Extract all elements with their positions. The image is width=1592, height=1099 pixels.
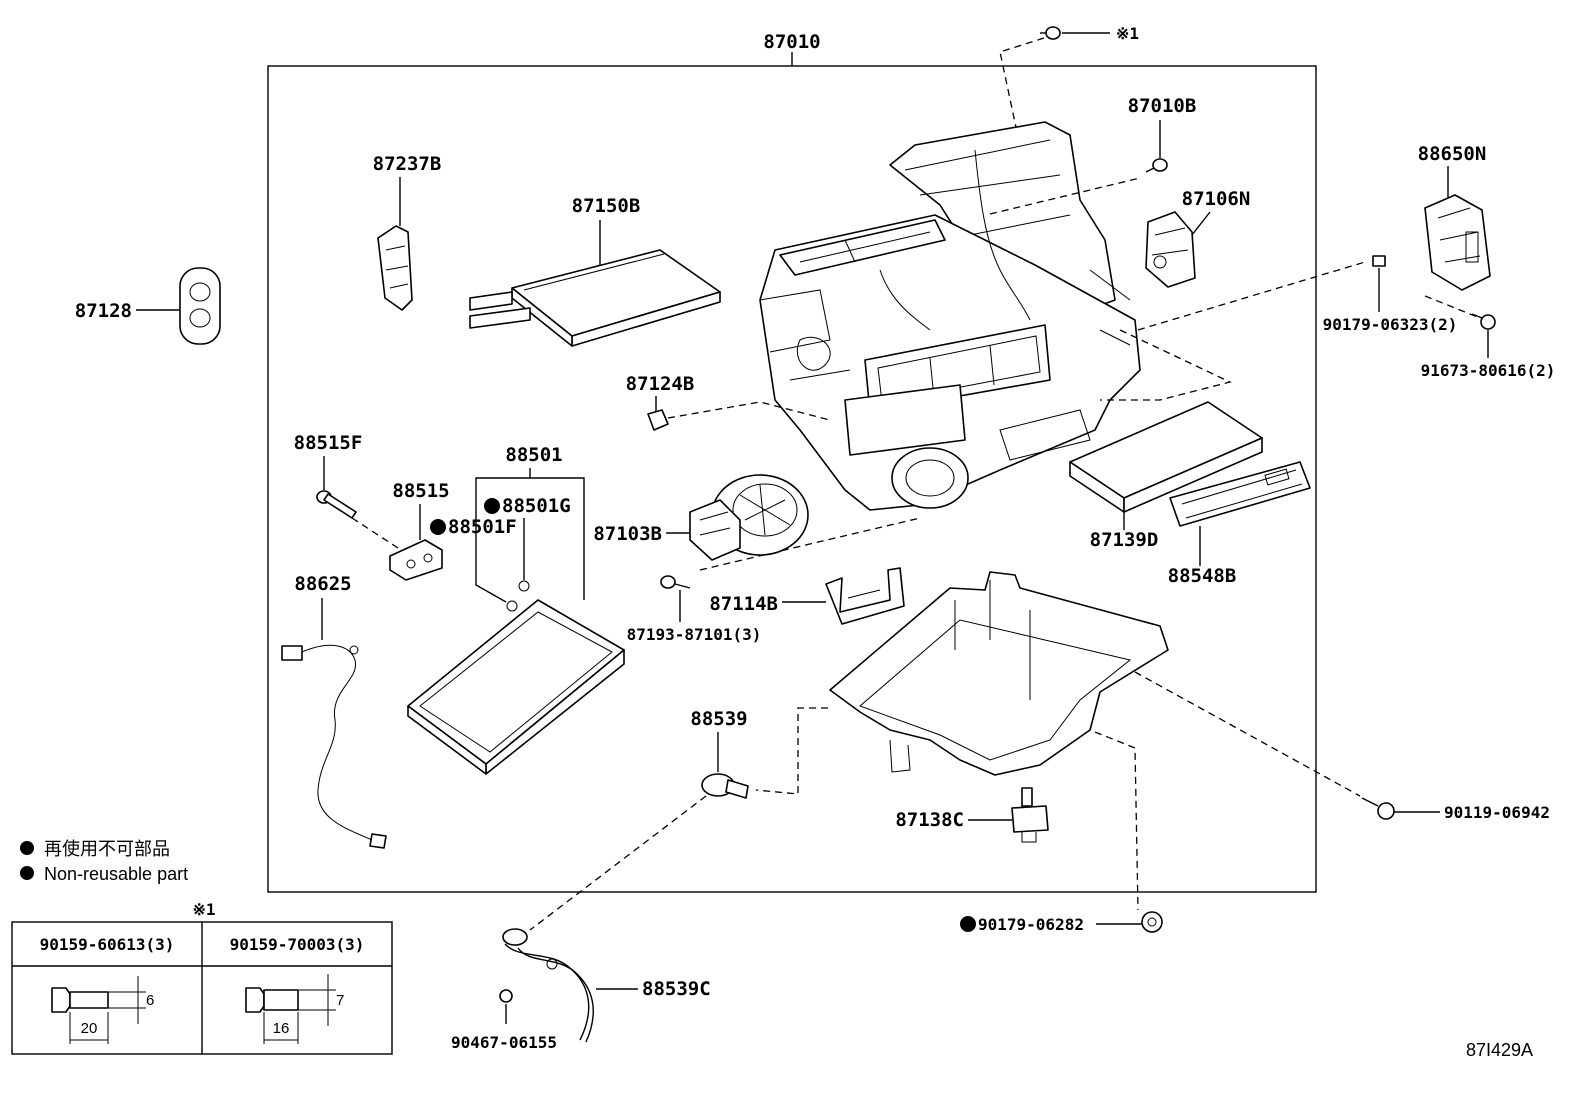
legend-en: Non-reusable part — [44, 864, 188, 884]
bolt-table-part-2: 90159-70003(3) — [230, 935, 365, 954]
servo-motor-87106N — [1145, 211, 1196, 288]
label-ref1: ※1 — [1116, 24, 1139, 43]
thermistor-88625 — [281, 644, 387, 849]
blower-motor-87103B — [689, 474, 809, 561]
drain-valve-88539 — [701, 773, 749, 799]
o-ring-88501G-icon — [518, 580, 530, 592]
label-87124B: 87124B — [626, 373, 695, 395]
label-90467-06155: 90467-06155 — [451, 1033, 557, 1052]
bolt-1-icon — [51, 976, 146, 1044]
lower-case — [829, 571, 1169, 776]
o-ring-88501F-icon — [506, 600, 518, 612]
non-reusable-dot-icon — [960, 916, 976, 932]
duct-bracket-87237B — [377, 225, 413, 311]
drain-hose-88539C — [502, 928, 594, 1043]
bracket-87114B — [825, 567, 905, 625]
label-91673-80616: 91673-80616(2) — [1421, 361, 1556, 380]
label-88650N: 88650N — [1418, 143, 1487, 165]
bolt-2-diameter: 7 — [336, 992, 344, 1009]
label-88539: 88539 — [690, 708, 747, 730]
label-87150B: 87150B — [572, 195, 641, 217]
grommet-87128 — [179, 267, 221, 345]
label-87103B: 87103B — [593, 523, 662, 545]
bolt-2-length: 16 — [273, 1020, 290, 1037]
screw-ref1-icon — [1040, 26, 1061, 40]
non-reusable-dot-icon — [484, 498, 500, 514]
label-90179-06323: 90179-06323(2) — [1323, 315, 1458, 334]
label-90179-06282: 90179-06282 — [978, 915, 1084, 934]
label-87193-87101: 87193-87101(3) — [627, 625, 762, 644]
clip-90179-06323-icon — [1372, 255, 1386, 267]
legend-jp: 再使用不可部品 — [44, 839, 170, 859]
filter-cover-88548B — [1169, 461, 1311, 527]
non-reusable-dot-icon — [430, 519, 446, 535]
bolt-1-length: 20 — [81, 1020, 98, 1037]
label-87010: 87010 — [763, 31, 820, 53]
sensor-87138C — [1011, 787, 1049, 843]
legend-dot-icon — [20, 841, 34, 855]
label-88548B: 88548B — [1168, 565, 1237, 587]
screw-87193-87101-icon — [660, 575, 691, 589]
figure-id: 87I429A — [1466, 1040, 1533, 1060]
screw-91673-80616-icon — [1471, 313, 1496, 330]
clip-90467-06155-icon — [499, 989, 513, 1003]
label-87237B: 87237B — [373, 153, 442, 175]
expansion-block-88515 — [389, 539, 443, 581]
label-87138C: 87138C — [895, 809, 964, 831]
amplifier-88650N — [1424, 194, 1491, 291]
nut-90179-06282-icon — [1141, 911, 1163, 933]
label-90119-06942: 90119-06942 — [1444, 803, 1550, 822]
label-88501: 88501 — [505, 444, 562, 466]
heater-core-87150B — [469, 249, 721, 347]
screw-90119-06942-icon — [1361, 797, 1395, 820]
screw-87010B-icon — [1145, 158, 1168, 173]
bolt-1-diameter: 6 — [146, 992, 154, 1009]
label-88625: 88625 — [294, 573, 351, 595]
label-88501G: 88501G — [502, 495, 571, 517]
clip-87124B — [647, 409, 669, 431]
label-88501F: 88501F — [448, 516, 517, 538]
legend-dot-icon — [20, 866, 34, 880]
bolt-2-icon — [245, 974, 336, 1044]
bolt-table-part-1: 90159-60613(3) — [40, 935, 175, 954]
label-88515: 88515 — [392, 480, 449, 502]
bolt-table — [11, 921, 393, 1055]
label-87139D: 87139D — [1090, 529, 1159, 551]
label-87114B: 87114B — [709, 593, 778, 615]
bolt-88515F — [316, 490, 357, 519]
label-87106N: 87106N — [1182, 188, 1251, 210]
label-88515F: 88515F — [294, 432, 363, 454]
bolt-table-mark: ※1 — [192, 900, 215, 919]
label-88539C: 88539C — [642, 978, 711, 1000]
evaporator-88501 — [407, 599, 625, 775]
heater-case-body — [759, 121, 1141, 511]
air-filter-87139D — [1069, 401, 1263, 513]
label-87010B: 87010B — [1128, 95, 1197, 117]
label-87128: 87128 — [75, 300, 132, 322]
